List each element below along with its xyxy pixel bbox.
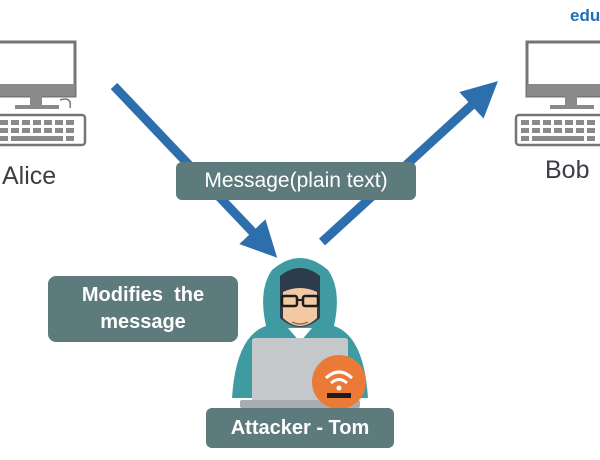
bob-computer-icon xyxy=(514,40,600,147)
wifi-icon xyxy=(312,355,366,409)
alice-label: Alice xyxy=(2,162,57,190)
brand-logo: edu xyxy=(570,6,600,25)
message-label: Message(plain text) xyxy=(176,162,416,200)
attacker-note: Modifies the message xyxy=(48,276,238,342)
attacker-label: Attacker - Tom xyxy=(206,408,394,448)
attacker-note-line2: message xyxy=(100,311,186,333)
attacker-note-line1: Modifies the xyxy=(81,284,205,306)
bob-label: Bob xyxy=(545,156,590,184)
alice-computer-icon xyxy=(0,40,87,147)
